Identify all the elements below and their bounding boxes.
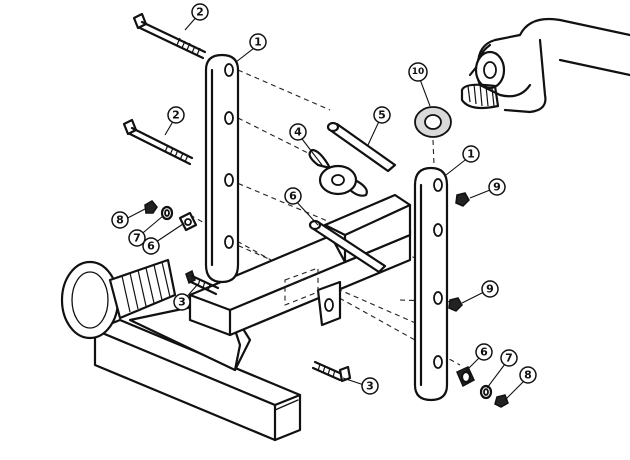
short-bolt-bottom (311, 360, 352, 383)
callout-3-bottom: 3 (361, 377, 379, 395)
callout-7-left: 7 (128, 229, 146, 247)
callout-circle (481, 280, 499, 298)
callout-label: 3 (178, 296, 186, 309)
callout-label: 7 (505, 352, 513, 365)
callout-label: 9 (493, 181, 501, 194)
callout-4: 4 (289, 123, 307, 141)
callout-9-upper: 9 (488, 178, 506, 196)
long-bolt-middle (122, 118, 194, 166)
callout-circle (249, 33, 267, 51)
callout-circle (284, 187, 302, 205)
callout-2-top: 2 (191, 3, 209, 21)
callout-1-left: 1 (249, 33, 267, 51)
callout-circle (111, 211, 129, 229)
callout-circle (167, 106, 185, 124)
callout-circle (173, 293, 191, 311)
nut-upper (455, 192, 470, 207)
callout-circle (408, 62, 428, 82)
callout-8-left: 8 (111, 211, 129, 229)
callout-label: 1 (467, 148, 475, 161)
callout-6-pin: 6 (284, 187, 302, 205)
short-bolt-left (185, 269, 220, 296)
hitch-pin-thread (460, 83, 500, 110)
callout-circle (488, 178, 506, 196)
drawbar-thread (121, 261, 171, 313)
callout-1-right: 1 (462, 145, 480, 163)
callout-circle (142, 237, 160, 255)
nut-lower (448, 297, 463, 312)
callout-circle (519, 366, 537, 384)
callout-5: 5 (373, 106, 391, 124)
callout-label: 2 (196, 6, 204, 19)
callout-label: 6 (289, 190, 297, 203)
callout-label: 4 (294, 126, 302, 139)
callout-label: 8 (116, 214, 124, 227)
callout-3-left: 3 (173, 293, 191, 311)
callout-circle (373, 106, 391, 124)
callout-label: 7 (133, 232, 141, 245)
callout-10: 10 (408, 62, 428, 82)
alignment-line (237, 69, 331, 111)
callout-circle (191, 3, 209, 21)
long-bolt-top (132, 12, 207, 60)
callout-8-right: 8 (519, 366, 537, 384)
callout-label: 3 (366, 380, 374, 393)
callout-label: 1 (254, 36, 262, 49)
callout-circle (289, 123, 307, 141)
callout-circle (500, 349, 518, 367)
callout-circle (361, 377, 379, 395)
callout-label: 5 (378, 109, 386, 122)
right-hardware (456, 366, 509, 408)
callout-label: 2 (172, 109, 180, 122)
left-hardware (144, 200, 198, 232)
pin-upper (326, 121, 397, 173)
tractor-hitch-arm (432, 17, 630, 166)
callout-2-middle: 2 (167, 106, 185, 124)
callout-6-right: 6 (475, 343, 493, 361)
right-strap (413, 166, 449, 402)
collar (414, 106, 452, 138)
callout-label: 6 (147, 240, 155, 253)
callout-circle (462, 145, 480, 163)
callout-6-left: 6 (142, 237, 160, 255)
callout-label: 8 (524, 369, 532, 382)
callout-7-right: 7 (500, 349, 518, 367)
callout-label: 6 (480, 346, 488, 359)
alignment-line (237, 117, 319, 159)
callout-circle (475, 343, 493, 361)
callout-label: 9 (486, 283, 494, 296)
drawbar-frame (60, 258, 302, 442)
callout-label: 10 (412, 67, 425, 77)
wing-nut (308, 148, 368, 197)
callout-circle (128, 229, 146, 247)
left-strap (204, 53, 240, 284)
callout-9-lower: 9 (481, 280, 499, 298)
